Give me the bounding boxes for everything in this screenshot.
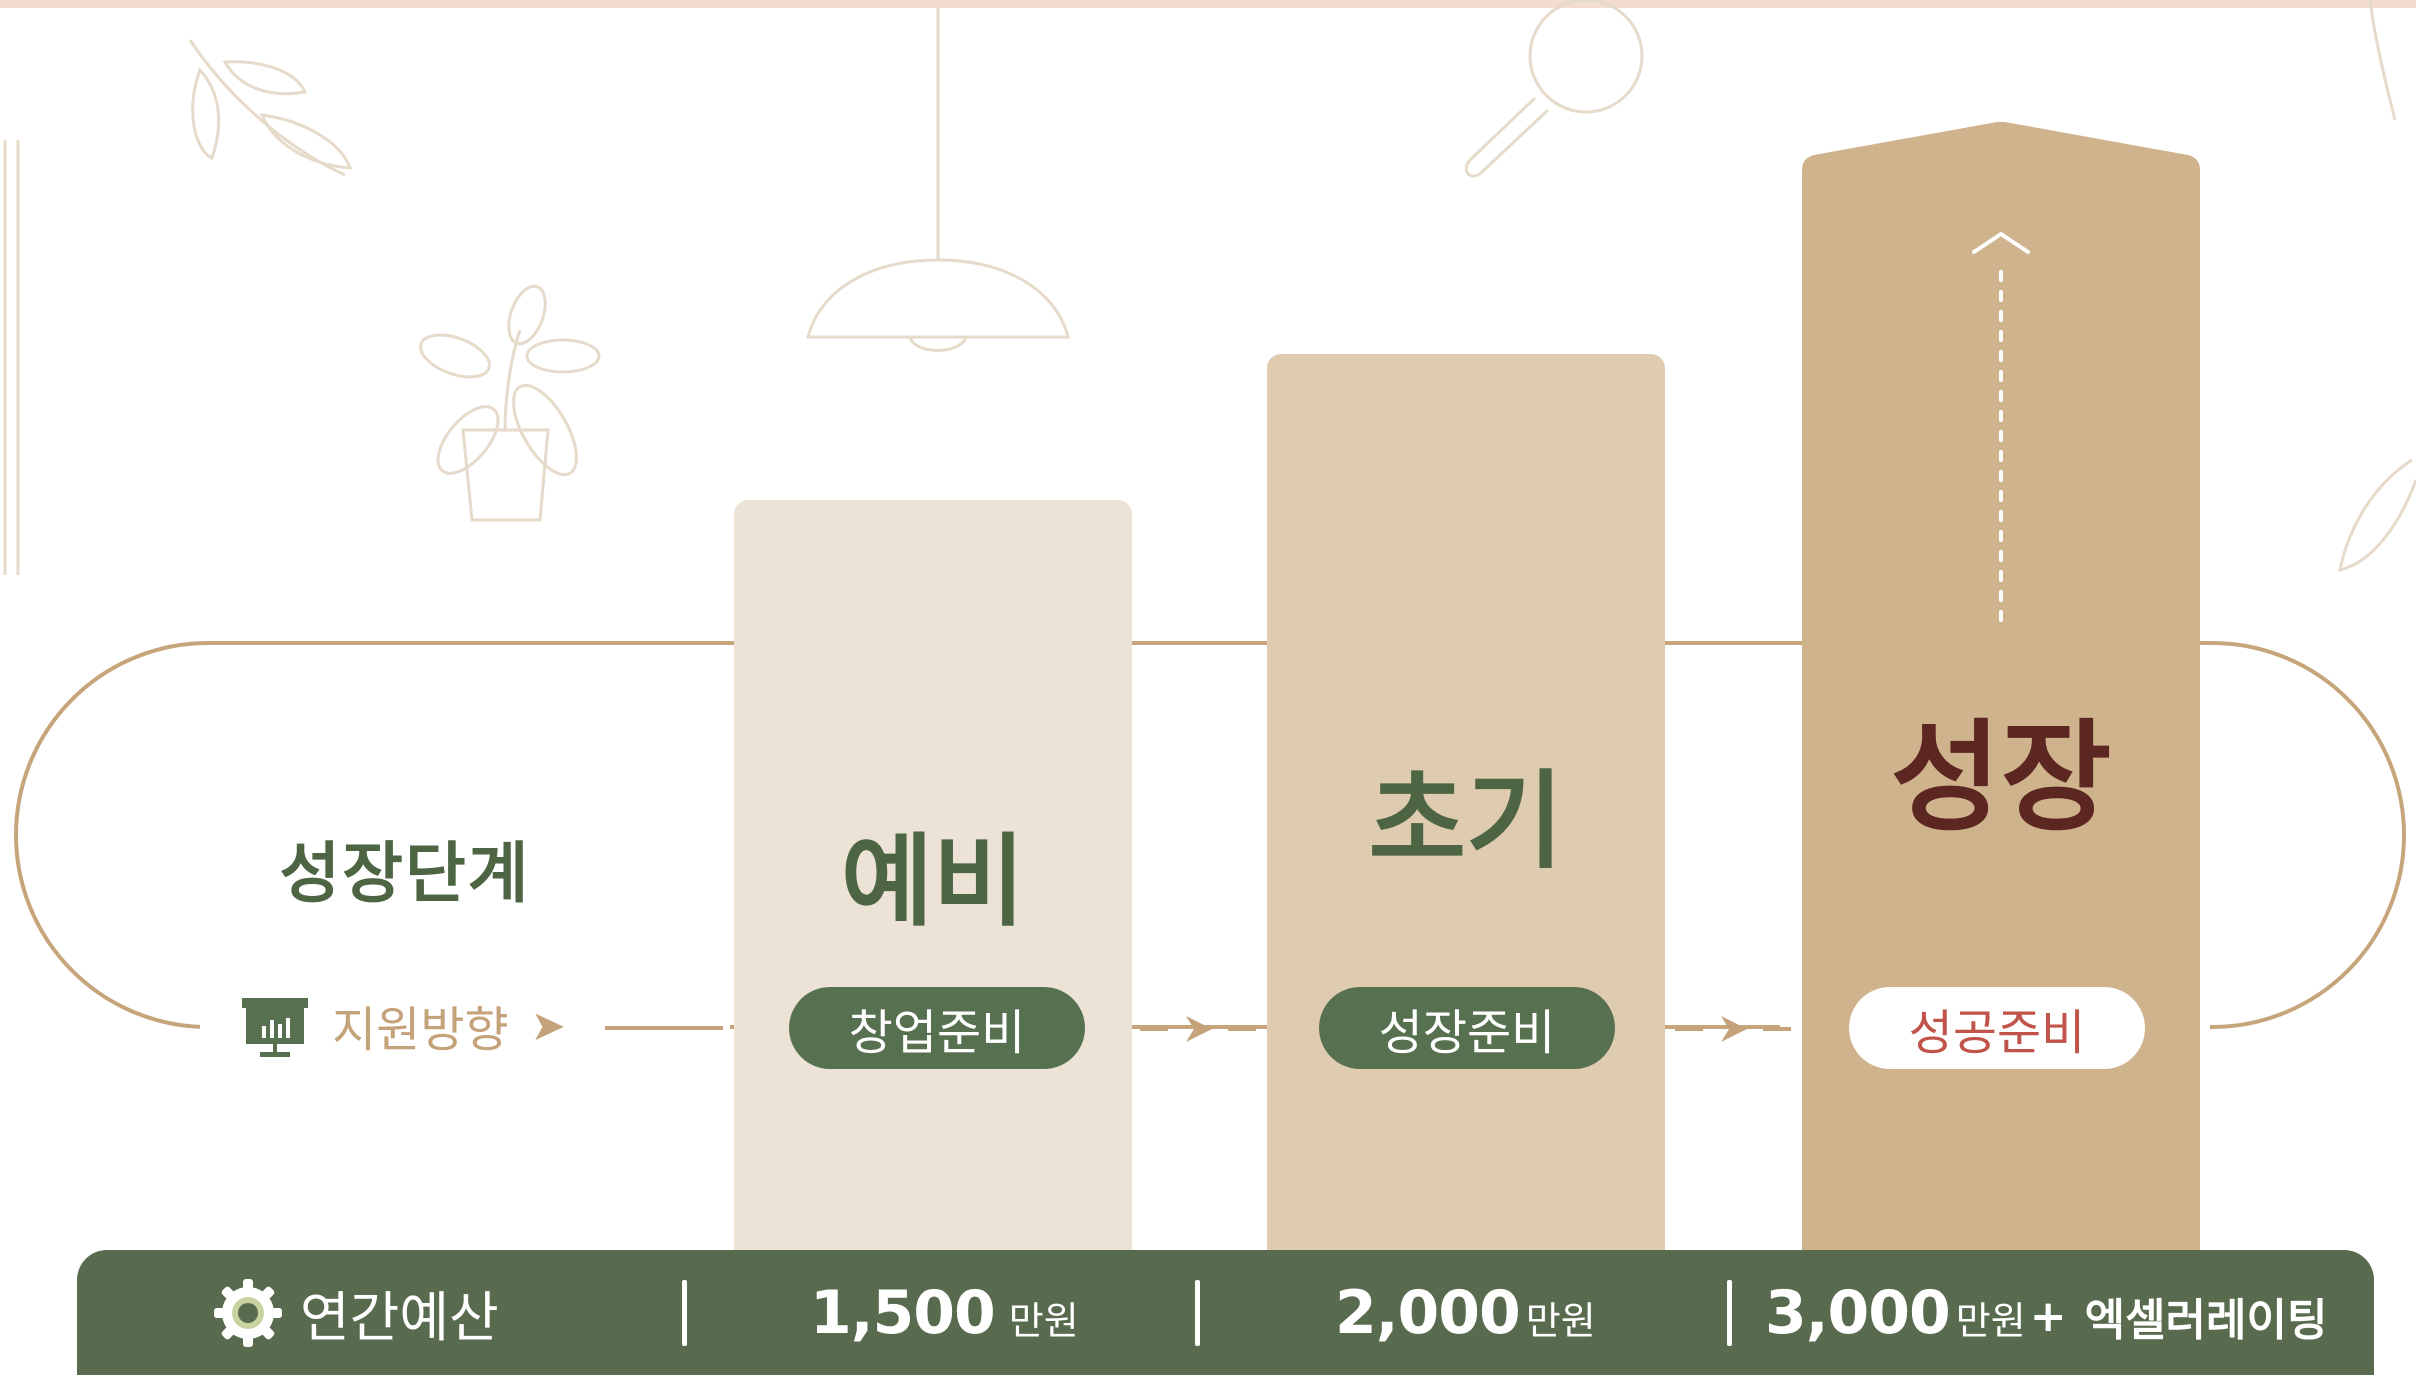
support-pill-early: 성장준비	[1319, 987, 1615, 1069]
budget-pre: 1,500 만원	[810, 1250, 1079, 1375]
stage-bar-early	[1267, 354, 1665, 1252]
door-frame-decoration	[3, 140, 20, 575]
stage-name-growth: 성장	[1890, 709, 2112, 848]
row-label-growth-stage: 성장단계	[279, 835, 531, 912]
stage-name-early: 초기	[1368, 760, 1564, 883]
stage-bar-growth	[1802, 122, 2200, 1252]
stage-loop-outline	[14, 641, 2406, 1029]
magnifier-decoration	[1464, 0, 1644, 178]
growth-up-arrow-icon	[1972, 231, 2030, 624]
stage-bar-pre	[734, 500, 1132, 1252]
chevron-right-icon: ➤	[530, 1000, 566, 1050]
support-direction-label: 지원방향 ➤	[240, 995, 566, 1058]
support-pill-growth: 성공준비	[1849, 987, 2145, 1069]
presentation-board-icon	[242, 998, 308, 1057]
budget-unit: 만원	[1525, 1299, 1596, 1343]
budget-value: 3,000	[1765, 1277, 1951, 1348]
budget-unit: 만원	[1008, 1299, 1079, 1343]
budget-separator	[682, 1280, 687, 1346]
dashed-arrow-icon	[1140, 1016, 1256, 1042]
budget-separator	[1727, 1280, 1732, 1346]
budget-unit: 만원	[1955, 1299, 2026, 1343]
hanging-lamp-decoration	[806, 8, 1070, 352]
budget-title-text: 연간예산	[300, 1286, 499, 1349]
budget-early: 2,000 만원	[1335, 1250, 1596, 1375]
budget-value: 2,000	[1335, 1277, 1521, 1348]
support-pill-pre: 창업준비	[789, 987, 1085, 1069]
budget-value: 1,500	[810, 1277, 996, 1348]
budget-plus: +	[2029, 1291, 2067, 1342]
budget-growth: 3,000 만원 + 엑셀러레이팅	[1765, 1250, 2327, 1375]
leaf-branch-left-decoration	[188, 39, 353, 177]
budget-accelerating: 엑셀러레이팅	[2084, 1294, 2328, 1346]
support-direction-text: 지원방향	[332, 1002, 509, 1058]
stage-name-pre: 예비	[841, 823, 1025, 940]
budget-title: 연간예산	[212, 1250, 499, 1375]
dashed-arrow-icon	[1675, 1016, 1791, 1042]
potted-plant-decoration	[419, 284, 601, 522]
top-accent-band	[0, 0, 2416, 8]
gear-icon	[214, 1278, 282, 1347]
budget-separator	[1195, 1280, 1200, 1346]
support-connector-line	[605, 1026, 723, 1030]
annual-budget-bar: 연간예산 1,500 만원 2,000 만원 3,000 만원 + 엑셀러레이팅	[77, 1250, 2374, 1375]
leaf-right-decoration	[2338, 0, 2416, 573]
